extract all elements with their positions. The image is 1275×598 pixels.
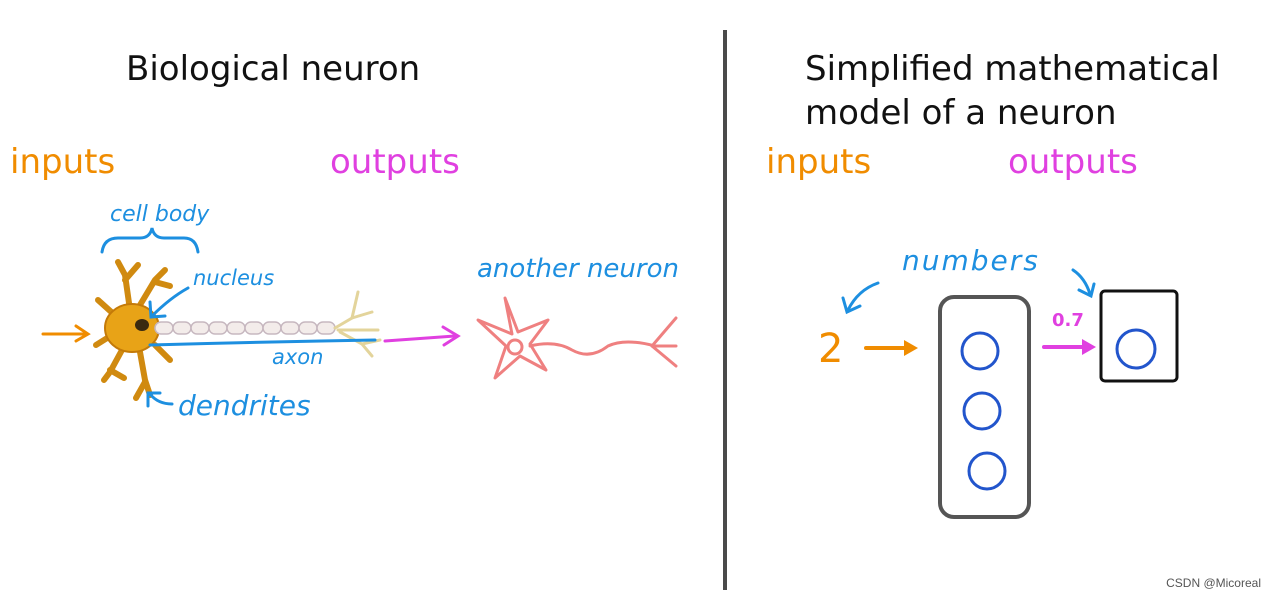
dendrites-annotation: dendrites [178, 389, 311, 422]
output-box [1099, 289, 1179, 383]
axon-annotation: axon [272, 345, 324, 369]
cell-body-bracket [100, 227, 200, 254]
another-neuron-annotation: another neuron [477, 254, 679, 284]
layer-box [938, 295, 1031, 519]
cell-body-annotation: cell body [110, 202, 210, 227]
left-output-arrow [383, 325, 461, 347]
right-input-arrow [864, 340, 918, 356]
another-neuron-sketch [476, 296, 678, 380]
panel-divider [723, 30, 727, 590]
axon-underline [148, 338, 377, 347]
left-inputs-label: inputs [10, 142, 116, 182]
right-inputs-label: inputs [766, 142, 872, 182]
left-input-arrow [41, 324, 91, 343]
right-outputs-label: outputs [1008, 142, 1138, 182]
numbers-annotation: numbers [902, 244, 1040, 277]
numbers-right-arrow [1071, 268, 1096, 299]
math-model-title-line1: Simplified mathematical [805, 49, 1220, 89]
input-value: 2 [818, 326, 844, 372]
output-value: 0.7 [1052, 310, 1084, 331]
layer-unit-3 [967, 451, 1007, 491]
axon-terminal [333, 290, 382, 358]
layer-unit-1 [960, 331, 1000, 371]
right-output-arrow [1042, 339, 1096, 355]
axon-myelin [154, 321, 336, 335]
numbers-left-arrow [841, 281, 880, 315]
left-outputs-label: outputs [330, 142, 460, 182]
nucleus-annotation: nucleus [193, 266, 275, 290]
neuron-cell-body [93, 259, 173, 401]
nucleus-arrow [148, 286, 190, 319]
biological-neuron-title: Biological neuron [126, 49, 421, 89]
output-unit [1115, 328, 1157, 370]
watermark: CSDN @Micoreal [1166, 576, 1261, 590]
math-model-title-line2: model of a neuron [805, 93, 1117, 133]
layer-unit-2 [962, 391, 1002, 431]
dendrites-arrow [146, 391, 174, 408]
